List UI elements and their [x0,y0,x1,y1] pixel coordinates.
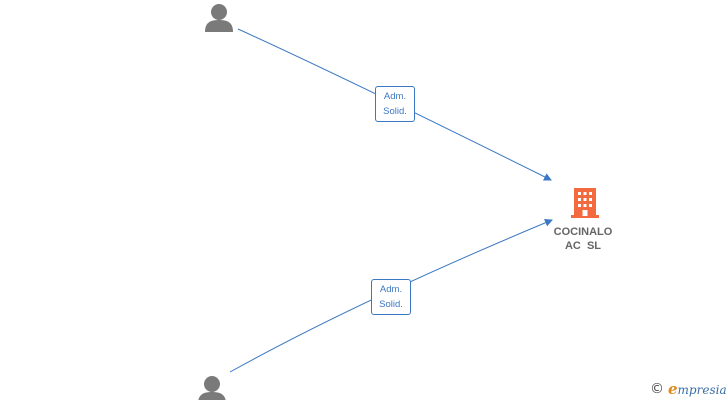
person-icon [205,4,233,32]
brand-logo-initial: e [668,380,678,398]
watermark: © empresia [650,380,727,398]
company-node[interactable] [570,186,600,220]
relation-label-bottom[interactable]: Adm. Solid. [371,279,411,315]
link-line-top [237,28,552,181]
relation-type: Solid. [383,106,407,117]
building-icon [571,188,599,218]
brand-logo: empresia [668,380,727,398]
relation-role: Adm. [379,284,403,295]
brand-logo-rest: mpresia [677,383,727,397]
copyright-symbol: © [650,381,664,397]
person-icon [198,376,226,400]
relation-type: Solid. [379,299,403,310]
relation-role: Adm. [383,91,407,102]
company-name[interactable]: COCINALO AC SL [543,225,623,253]
company-name-line1: COCINALO [553,226,613,238]
person-node-bottom[interactable] [196,374,228,400]
company-name-line2: AC SL [564,240,602,252]
relation-label-top[interactable]: Adm. Solid. [375,86,415,122]
person-node-top[interactable] [203,2,235,36]
